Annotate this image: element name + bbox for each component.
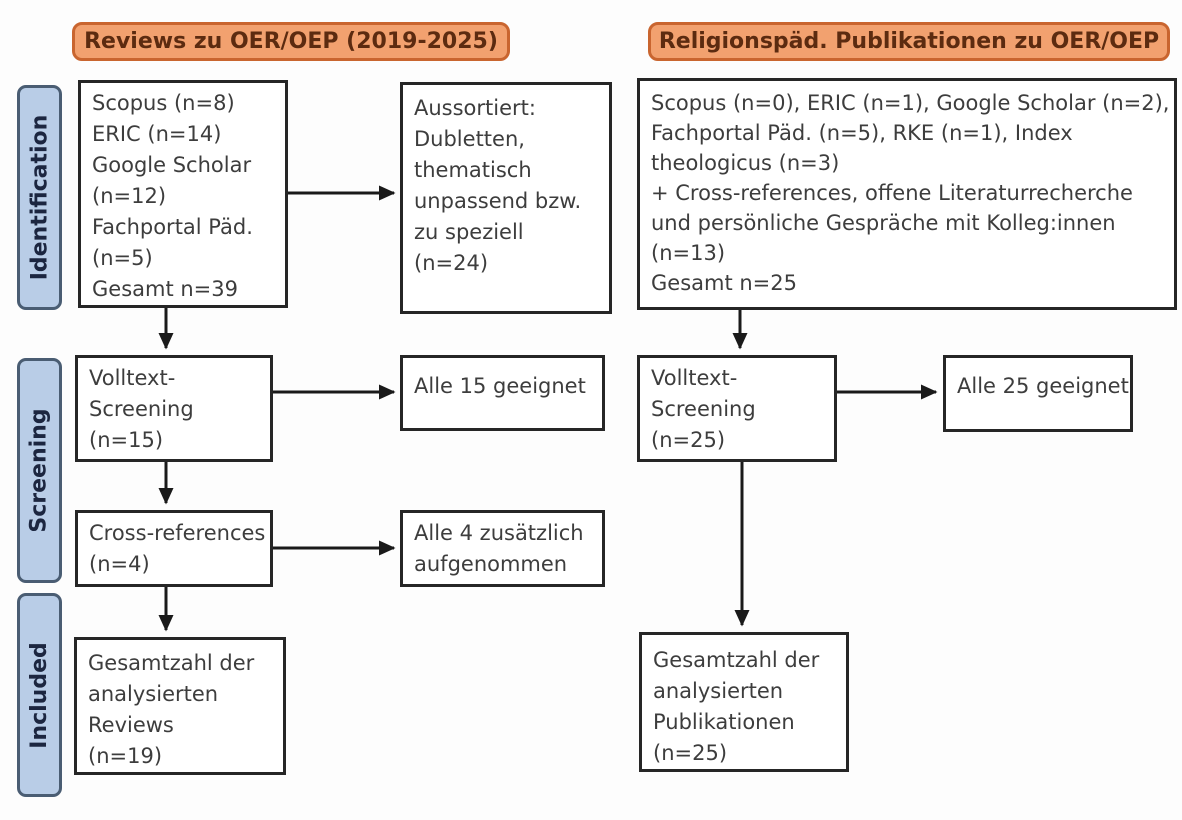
- column-header-left: Reviews zu OER/OEP (2019-2025): [72, 22, 510, 61]
- text-line: Gesamtzahl der: [88, 651, 255, 675]
- text-line: Screening: [651, 397, 756, 421]
- text-line: Reviews: [88, 713, 174, 737]
- text-line: Gesamt n=39: [92, 277, 238, 301]
- text-line: (n=13): [651, 241, 726, 265]
- text-line: Cross-references: [89, 521, 266, 545]
- text-line: (n=25): [653, 741, 728, 765]
- box-right-volltext-screening: Volltext- Screening (n=25): [637, 355, 837, 462]
- text-line: analysierten: [88, 682, 219, 706]
- text-line: Gesamtzahl der: [653, 648, 820, 672]
- box-left-aussortiert: Aussortiert: Dubletten, thematisch unpas…: [400, 82, 612, 314]
- box-left-identification-sources: Scopus (n=8) ERIC (n=14) Google Scholar …: [78, 80, 288, 308]
- text-line: + Cross-references, offene Literaturrech…: [651, 181, 1133, 205]
- text-line: (n=24): [414, 251, 489, 275]
- text-line: aufgenommen: [414, 552, 568, 576]
- text-line: Publikationen: [653, 710, 795, 734]
- text-line: ERIC (n=14): [92, 122, 222, 146]
- text-line: unpassend bzw.: [414, 189, 582, 213]
- text-line: (n=5): [92, 246, 153, 270]
- text-line: Scopus (n=8): [92, 91, 235, 115]
- text-line: Alle 15 geeignet: [414, 374, 586, 398]
- phase-label-included-text: Included: [27, 641, 53, 749]
- text-line: (n=4): [89, 552, 150, 576]
- text-line: theologicus (n=3): [651, 151, 840, 175]
- column-header-left-label: Reviews zu OER/OEP (2019-2025): [84, 29, 498, 54]
- box-left-alle-geeignet: Alle 15 geeignet: [400, 355, 605, 431]
- text-line: Gesamt n=25: [651, 271, 797, 295]
- text-line: (n=19): [88, 744, 163, 768]
- text-line: Alle 4 zusätzlich: [414, 521, 584, 545]
- text-line: (n=25): [651, 428, 726, 452]
- phase-label-screening-text: Screening: [27, 408, 53, 533]
- text-line: Google Scholar: [92, 153, 252, 177]
- text-line: Screening: [89, 397, 194, 421]
- box-left-gesamtzahl-reviews: Gesamtzahl der analysierten Reviews (n=1…: [74, 637, 286, 775]
- text-line: Volltext-: [651, 366, 738, 390]
- text-line: und persönliche Gespräche mit Kolleg:inn…: [651, 211, 1116, 235]
- box-right-gesamtzahl-publikationen: Gesamtzahl der analysierten Publikatione…: [639, 632, 849, 772]
- text-line: Fachportal Päd.: [92, 215, 253, 239]
- box-left-alle-zusaetzlich: Alle 4 zusätzlich aufgenommen: [400, 510, 605, 587]
- text-line: (n=12): [92, 184, 167, 208]
- box-left-cross-references: Cross-references (n=4): [75, 510, 273, 587]
- text-line: Fachportal Päd. (n=5), RKE (n=1), Index: [651, 121, 1073, 145]
- phase-label-screening: Screening: [17, 358, 62, 583]
- text-line: Alle 25 geeignet: [957, 374, 1129, 398]
- text-line: Volltext-: [89, 366, 176, 390]
- box-right-identification-sources: Scopus (n=0), ERIC (n=1), Google Scholar…: [637, 78, 1177, 310]
- text-line: Dubletten,: [414, 127, 525, 151]
- phase-label-included: Included: [17, 593, 62, 797]
- column-header-right: Religionspäd. Publikationen zu OER/OEP: [648, 22, 1170, 61]
- phase-label-identification-text: Identification: [27, 114, 53, 281]
- text-line: analysierten: [653, 679, 784, 703]
- text-line: (n=15): [89, 428, 164, 452]
- text-line: Aussortiert:: [414, 96, 536, 120]
- phase-label-identification: Identification: [17, 85, 62, 310]
- text-line: thematisch: [414, 158, 532, 182]
- column-header-right-label: Religionspäd. Publikationen zu OER/OEP: [658, 29, 1160, 54]
- box-right-alle-geeignet: Alle 25 geeignet: [943, 355, 1133, 432]
- box-left-volltext-screening: Volltext- Screening (n=15): [75, 355, 273, 462]
- text-line: Scopus (n=0), ERIC (n=1), Google Scholar…: [651, 91, 1170, 115]
- text-line: zu speziell: [414, 220, 524, 244]
